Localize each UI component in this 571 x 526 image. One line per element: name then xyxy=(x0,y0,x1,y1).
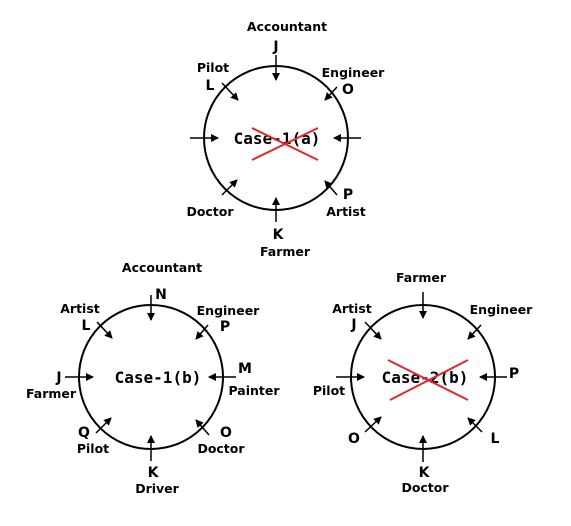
case-1b-top-right-letter: P xyxy=(220,319,230,335)
case-1b-arrow-bottom-right xyxy=(195,419,210,436)
case-1b-bottom-left-label: Pilot xyxy=(77,441,109,456)
case-1a-arrow-bottom-right xyxy=(324,180,338,196)
case-1a-bottom-left-label: Doctor xyxy=(186,204,234,219)
case-1b-bottom-right-letter: O xyxy=(220,425,232,441)
case-1b-left-label: Farmer xyxy=(26,386,77,401)
case-2b-top-right-label: Engineer xyxy=(470,302,534,317)
case-1a-title: Case-1(a) xyxy=(234,129,321,148)
case-1a-bottom-right-letter: P xyxy=(343,187,353,203)
case-1b-diagram: Case-1(b) Accountant N Artist L Engineer… xyxy=(26,260,280,496)
case-1a-diagram: Case-1(a) Accountant J Pilot L Engineer … xyxy=(186,19,385,259)
case-1b-bottom-label: Driver xyxy=(135,481,179,496)
case-1a-top-left-letter: L xyxy=(206,78,215,94)
case-2b-cross xyxy=(387,359,469,401)
case-2b-bottom-label: Doctor xyxy=(401,480,449,495)
case-2b-arrow-top-left xyxy=(364,321,382,340)
case-2b-arrow-bottom-right xyxy=(467,417,483,433)
case-1b-bottom-left-letter: Q xyxy=(78,425,90,441)
case-1b-left-letter: J xyxy=(55,370,61,386)
case-2b-bottom-right-letter: L xyxy=(491,431,500,447)
case-1b-bottom-letter: K xyxy=(148,465,160,481)
case-1b-title: Case-1(b) xyxy=(115,368,202,387)
case-2b-bottom-left-letter: O xyxy=(348,431,360,447)
case-1a-top-right-label: Engineer xyxy=(322,65,386,80)
case-1a-arrow-top-left xyxy=(221,82,239,101)
case-1b-top-right-label: Engineer xyxy=(197,303,261,318)
case-1b-arrow-top-right xyxy=(195,324,209,340)
case-2b-top-label: Farmer xyxy=(396,270,447,285)
case-1b-top-label: Accountant xyxy=(122,260,202,275)
case-1b-top-left-letter: L xyxy=(82,318,91,334)
case-1b-right-letter: M xyxy=(238,361,252,377)
case-2b-diagram: Case-2(b) Farmer Artist J Engineer Pilot… xyxy=(313,270,533,495)
case-1a-top-letter: J xyxy=(272,39,278,55)
case-2b-arrow-top-right xyxy=(467,324,482,340)
case-2b-top-left-letter: J xyxy=(350,317,356,333)
case-1a-cross xyxy=(251,127,319,161)
case-1b-arrow-top-left xyxy=(96,321,113,339)
case-2b-right-letter: P xyxy=(509,366,519,382)
case-2b-arrow-bottom-left xyxy=(364,416,382,433)
case-1b-top-left-label: Artist xyxy=(60,301,100,316)
case-1b-arrow-bottom-left xyxy=(95,417,112,434)
case-2b-left-label: Pilot xyxy=(313,383,345,398)
case-1a-top-right-letter: O xyxy=(342,82,354,98)
case-1b-top-letter: N xyxy=(155,287,167,303)
case-1a-bottom-letter: K xyxy=(273,227,285,243)
case-2b-top-left-label: Artist xyxy=(332,301,372,316)
case-2b-bottom-letter: K xyxy=(419,465,431,481)
case-1a-bottom-right-label: Artist xyxy=(326,204,366,219)
case-1b-bottom-right-label: Doctor xyxy=(197,441,245,456)
case-1a-bottom-label: Farmer xyxy=(260,244,311,259)
case-1a-top-label: Accountant xyxy=(247,19,327,34)
case-1a-arrow-bottom-left xyxy=(221,179,238,196)
case-1a-top-left-label: Pilot xyxy=(197,60,229,75)
case-1a-arrow-top-right xyxy=(324,86,338,101)
case-1b-right-label: Painter xyxy=(228,383,280,398)
